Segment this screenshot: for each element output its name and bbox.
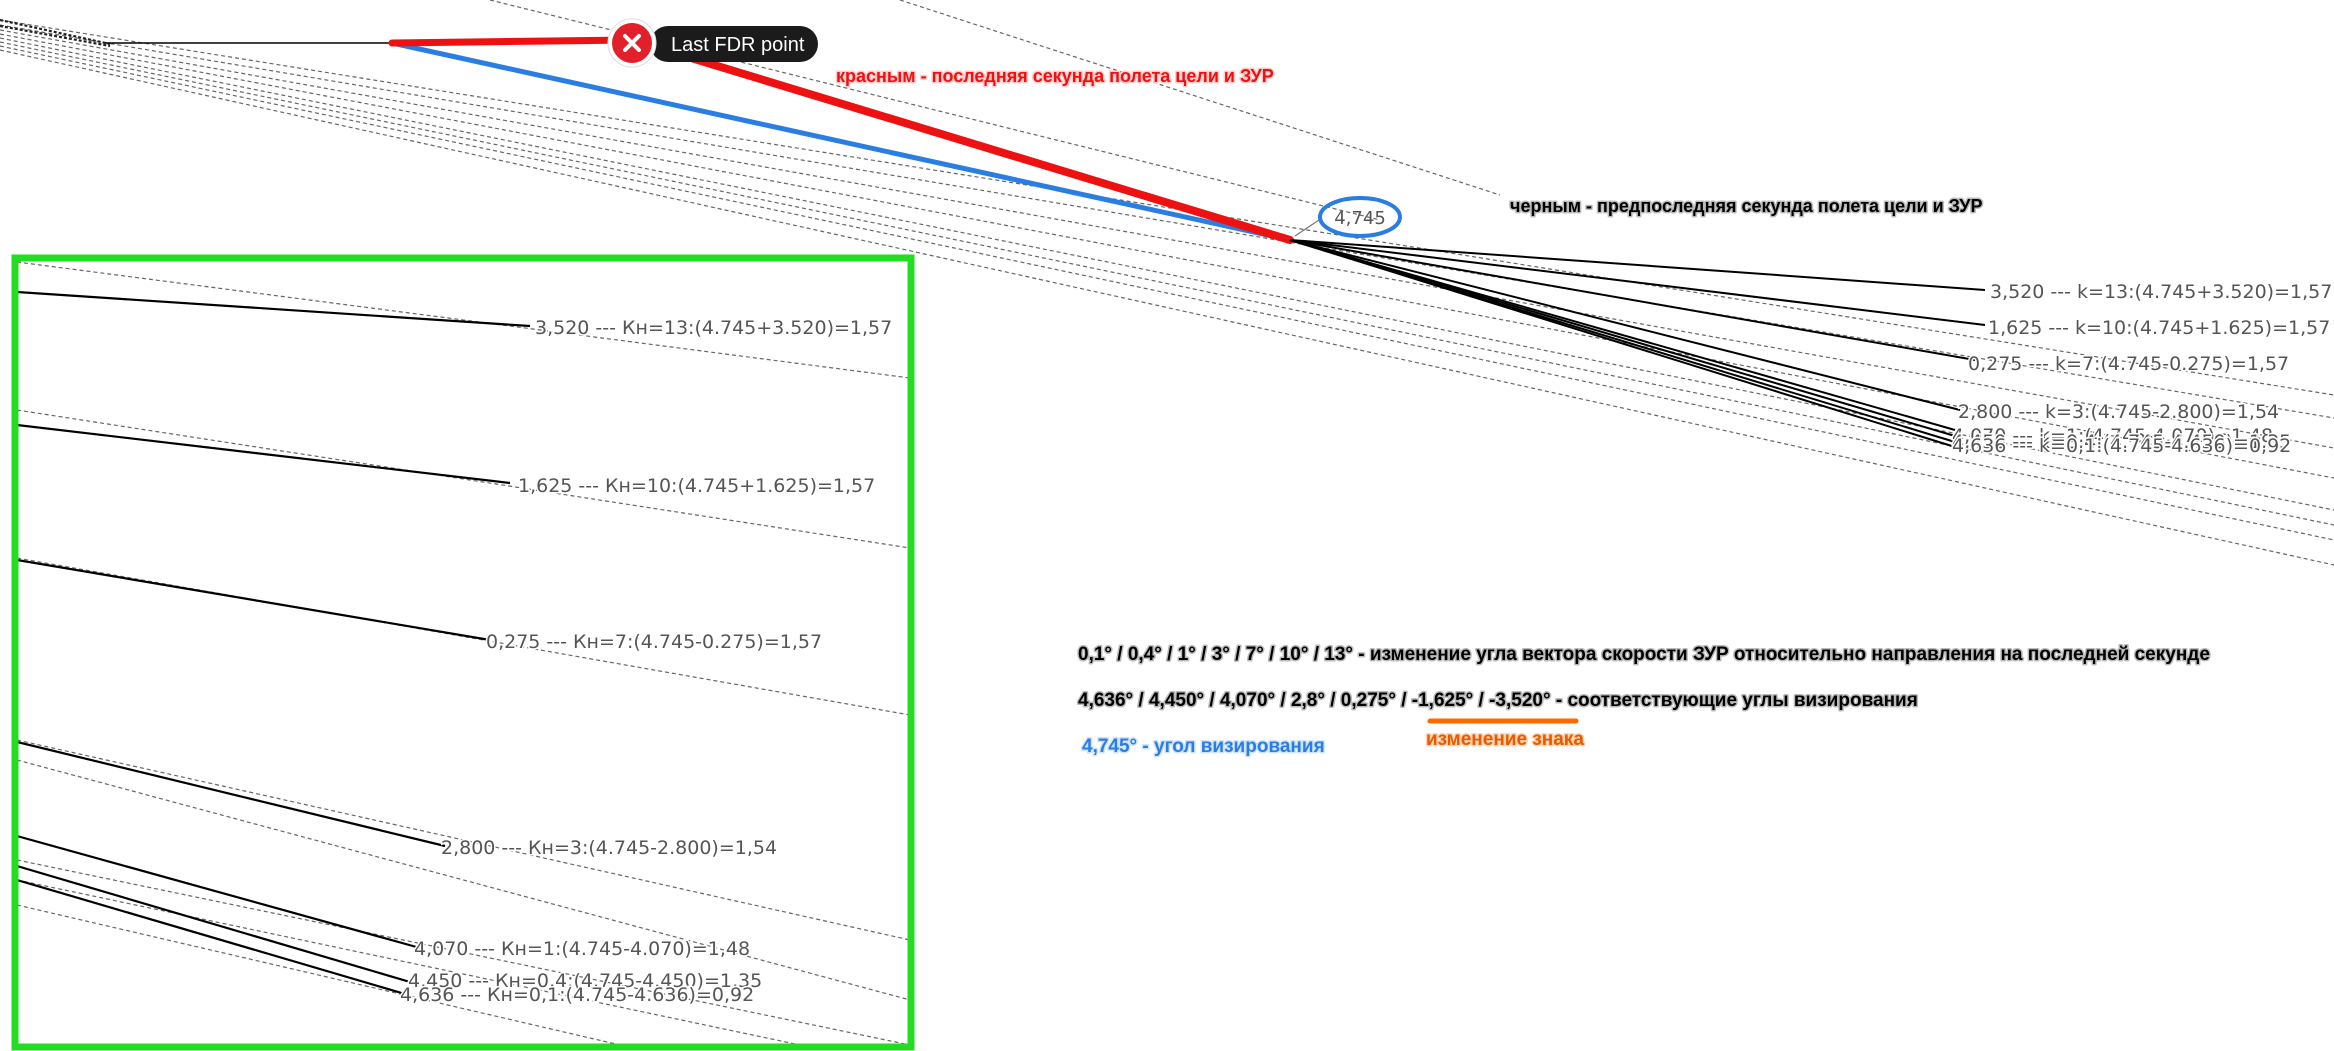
zoom-label-3520: 3,520 --- Кн=13:(4.745+3.520)=1,57 bbox=[535, 317, 892, 339]
fan-line bbox=[1289, 239, 1956, 448]
zoom-label-4636: 4,636 --- Кн=0,1:(4.745-4.636)=0,92 bbox=[400, 984, 754, 1006]
main-label-1625: 1,625 --- k=10:(4.745+1.625)=1,57 bbox=[1988, 317, 2330, 339]
last-fdr-callout: Last FDR point bbox=[607, 18, 818, 68]
main-label-4636: 4,636 --- k=0,1:(4.745-4.636)=0,92 bbox=[1952, 435, 2291, 457]
sighting-angle-note: 4,745° - угол визирования bbox=[1082, 736, 1325, 757]
sighting-angles-negative: -1,625° / -3,520° bbox=[1412, 690, 1551, 711]
main-label-2800: 2,800 --- k=3:(4.745-2.800)=1,54 bbox=[1958, 401, 2279, 423]
main-label-3520: 3,520 --- k=13:(4.745+3.520)=1,57 bbox=[1990, 281, 2332, 303]
center-label-highlight bbox=[1318, 196, 1402, 238]
zoom-sight-line bbox=[17, 904, 621, 1045]
velocity-fan bbox=[1289, 239, 1986, 448]
center-angle-label: 4,745 bbox=[1334, 208, 1386, 229]
sight-line bbox=[0, 37, 2334, 511]
zoom-label-1625: 1,625 --- Кн=10:(4.745+1.625)=1,57 bbox=[518, 475, 875, 497]
zoom-dashed-lines bbox=[17, 261, 909, 1045]
zoom-sight-line bbox=[17, 859, 909, 1045]
fan-line bbox=[1289, 239, 1961, 411]
black-legend-text: черным - предпоследняя секунда полета це… bbox=[1510, 196, 1982, 216]
sight-line bbox=[0, 49, 2334, 566]
sight-line bbox=[0, 41, 2334, 526]
center-label-leader bbox=[1294, 217, 1323, 237]
zoom-fan-line bbox=[17, 834, 421, 950]
zoom-label-4070: 4,070 --- Кн=1:(4.745-4.070)=1,48 bbox=[414, 938, 750, 960]
missile-trajectory-line bbox=[389, 40, 1293, 243]
sight-line bbox=[899, 0, 1501, 196]
sight-line bbox=[0, 24, 2334, 419]
fan-line bbox=[1289, 239, 1986, 326]
main-label-4070: 4,070 --- k=1:(4.745-4.070)=1,48 bbox=[1952, 425, 2273, 447]
sight-lines-dashed bbox=[0, 0, 2334, 566]
zoom-label-4450: 4,450 --- Кн=0,4:(4.745-4.450)=1,35 bbox=[408, 970, 762, 992]
last-second-missile-line bbox=[628, 36, 1294, 244]
main-label-0275: 0,275 --- k=7:(4.745-0.275)=1,57 bbox=[1968, 353, 2289, 375]
zoom-fan-line bbox=[17, 558, 491, 642]
zoom-sight-line bbox=[17, 261, 909, 379]
fan-line bbox=[1289, 239, 1986, 291]
sight-line bbox=[0, 24, 111, 48]
zoom-frame bbox=[11, 254, 915, 1051]
zoom-labels: 3,520 --- Кн=13:(4.745+3.520)=1,57 1,625… bbox=[399, 316, 894, 1008]
main-label-4450: 4,450 --- k=0,4:(4.745-4.450)=1,35 bbox=[1952, 431, 2291, 453]
sight-lines-convergence bbox=[0, 18, 111, 48]
fan-line bbox=[1289, 239, 1976, 361]
zoom-solid-lines bbox=[17, 290, 531, 996]
close-icon bbox=[623, 34, 641, 52]
zoom-sight-line bbox=[17, 739, 909, 941]
sight-line bbox=[0, 19, 2334, 396]
sign-change-text: изменение знака bbox=[1426, 729, 1584, 750]
sight-line bbox=[0, 29, 2334, 449]
zoom-sight-line bbox=[17, 409, 909, 549]
sighting-angles-part3: - соответствующие углы визирования bbox=[1551, 690, 1918, 711]
zoom-fan-line bbox=[17, 878, 406, 996]
sighting-angles-part1: 4,636° / 4,450° / 4,070° / 2,8° / 0,275°… bbox=[1078, 690, 1412, 711]
zoom-fan-line bbox=[17, 864, 411, 984]
red-legend-text: красным - последняя секунда полета цели … bbox=[836, 66, 1274, 86]
callout-label: Last FDR point bbox=[671, 34, 805, 56]
sight-line bbox=[0, 18, 111, 46]
zoom-label-0275: 0,275 --- Кн=7:(4.745-0.275)=1,57 bbox=[486, 631, 822, 653]
zoom-inset: 3,520 --- Кн=13:(4.745+3.520)=1,57 1,625… bbox=[17, 260, 909, 1045]
zoom-label-2800: 2,800 --- Кн=3:(4.745-2.800)=1,54 bbox=[441, 837, 777, 859]
sight-line bbox=[489, 0, 1381, 221]
zoom-fan-line bbox=[17, 290, 531, 328]
sight-line bbox=[0, 45, 2334, 541]
sighting-angles-text: 4,636° / 4,450° / 4,070° / 2,8° / 0,275°… bbox=[1078, 690, 1918, 711]
zoom-fan-line bbox=[17, 740, 446, 848]
zoom-fan-line bbox=[17, 423, 511, 485]
last-second-target-line bbox=[388, 36, 636, 47]
zoom-sight-line bbox=[17, 759, 909, 1001]
sight-line bbox=[0, 33, 2334, 479]
main-view-labels: 3,520 --- k=13:(4.745+3.520)=1,57 1,625 … bbox=[1951, 280, 2334, 459]
angle-change-text: 0,1° / 0,4° / 1° / 3° / 7° / 10° / 13° -… bbox=[1078, 644, 2210, 665]
callout-pill bbox=[650, 26, 818, 62]
zoom-sight-line bbox=[17, 879, 801, 1045]
